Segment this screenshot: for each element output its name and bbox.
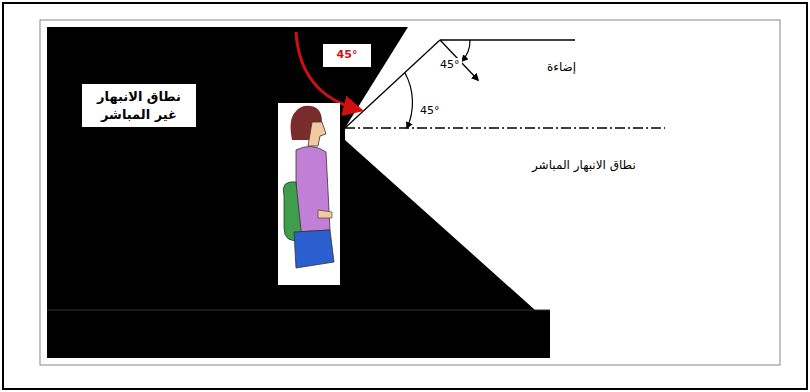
angle-arc	[462, 40, 470, 61]
zone-label: نطاق الانبهار المباشر	[530, 158, 638, 172]
outer-frame	[3, 3, 807, 389]
table-edge	[47, 310, 550, 311]
angle-label: 45°	[438, 58, 462, 71]
sight-line	[345, 127, 665, 128]
inner-frame	[40, 20, 780, 365]
angle-box: 45°	[323, 44, 371, 67]
angle-arc	[405, 73, 412, 128]
zone-box: نطاق الانبهار غير المباشر	[82, 84, 196, 127]
node-text: نطاق الانبهار غير المباشر	[87, 88, 191, 123]
light-label: إضاءة	[545, 60, 578, 74]
node-text: 45°	[328, 48, 366, 63]
top-line	[440, 39, 575, 40]
seated-person	[278, 103, 340, 285]
angle-label: 45°	[418, 104, 442, 117]
shadow-region	[47, 27, 550, 358]
